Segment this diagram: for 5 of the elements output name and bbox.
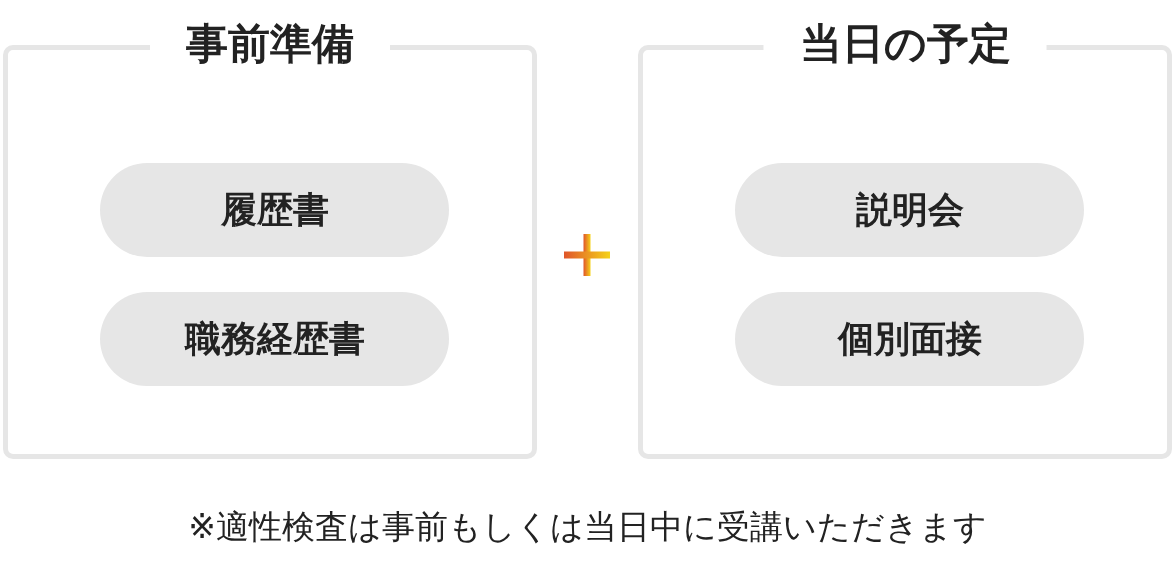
pill-box: 説明会: [735, 163, 1084, 257]
pill-box: 履歴書: [100, 163, 449, 257]
pill-box: 個別面接: [735, 292, 1084, 386]
pill-box: 職務経歴書: [100, 292, 449, 386]
footnote: ※適性検査は事前もしくは当日中に受講いただきます: [187, 506, 988, 548]
